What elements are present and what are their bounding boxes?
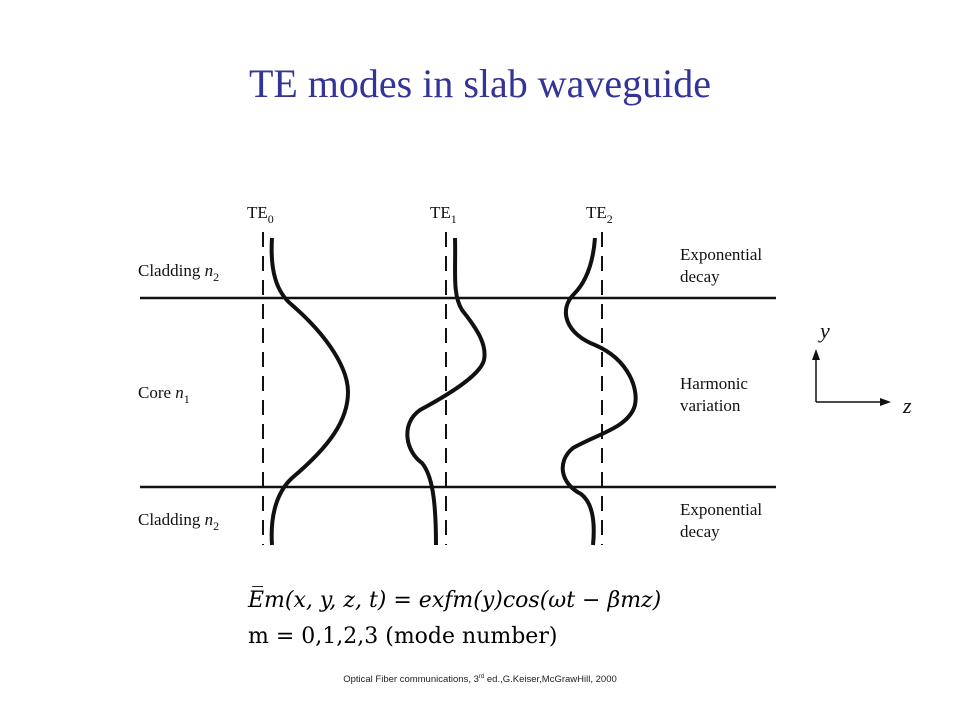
slide-title: TE modes in slab waveguide: [248, 61, 712, 106]
middle-behavior-line1: Harmonic: [680, 374, 748, 393]
citation: Optical Fiber communications, 3rd ed.,G.…: [343, 674, 617, 686]
y-axis-label: y: [818, 318, 830, 343]
mode-label-te0: TE0: [247, 203, 274, 226]
top-behavior-line1: Exponential: [680, 245, 762, 264]
y-axis-arrowhead: [812, 349, 820, 360]
te0-mode-curve: [269, 237, 351, 546]
z-axis-arrowhead: [880, 398, 891, 406]
middle-behavior-line2: variation: [680, 396, 741, 415]
bottom-cladding-label: Cladding n2: [138, 510, 219, 533]
mode-label-te2: TE2: [586, 203, 613, 226]
mode-number-equation: m = 0,1,2,3 (mode number): [248, 624, 557, 649]
mode-label-te1: TE1: [430, 203, 457, 226]
te1-mode-curve: [405, 237, 487, 546]
bottom-behavior-line1: Exponential: [680, 500, 762, 519]
bottom-behavior-line2: decay: [680, 522, 720, 541]
core-label: Core n1: [138, 383, 190, 406]
field-equation: E̅m(x, y, z, t) = exfm(y)cos(ωt − βmz): [247, 586, 661, 613]
top-cladding-label: Cladding n2: [138, 261, 219, 284]
z-axis-label: z: [902, 393, 912, 418]
top-behavior-line2: decay: [680, 267, 720, 286]
te2-mode-curve: [560, 237, 638, 546]
